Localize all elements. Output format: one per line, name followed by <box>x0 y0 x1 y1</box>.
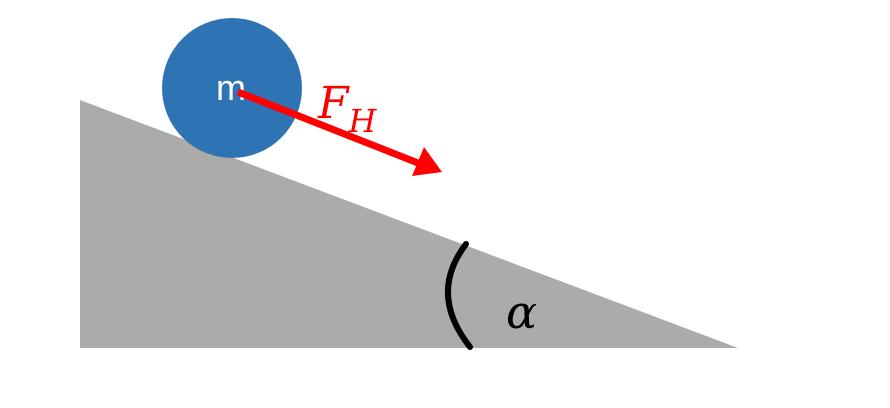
force-arrow-head <box>412 147 442 176</box>
angle-arc <box>445 241 473 350</box>
force-arrow-shaft <box>236 88 420 167</box>
force-label: FH <box>317 78 378 140</box>
angle-label: α <box>506 285 537 339</box>
force-label-subscript: H <box>348 102 378 140</box>
mass-ball <box>162 18 302 158</box>
mass-label: m <box>216 67 246 108</box>
force-label-symbol: F <box>317 78 350 129</box>
incline-wedge <box>80 100 738 348</box>
